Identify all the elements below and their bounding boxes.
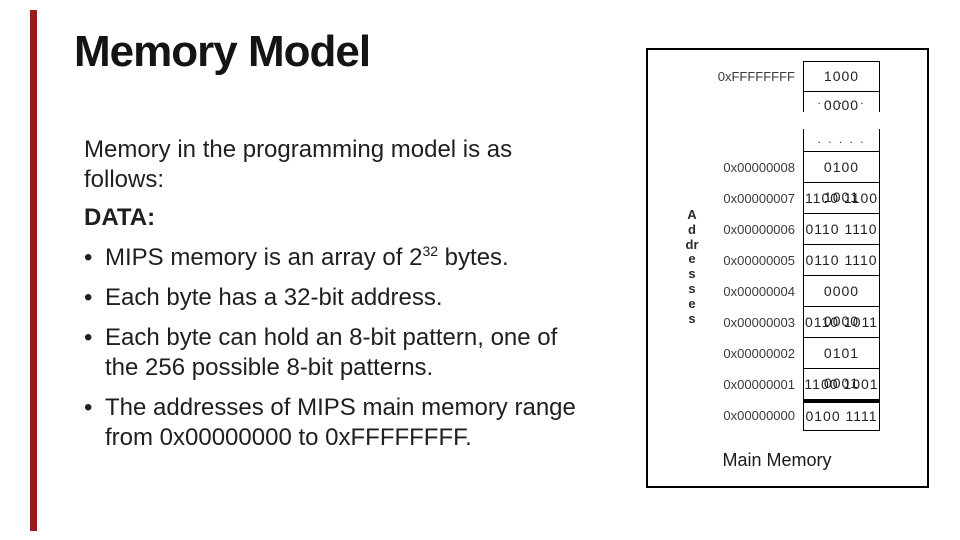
exponent: 32 (422, 243, 439, 259)
memory-cell-top: 1000 0000 (803, 61, 880, 113)
memory-row: 0x00000007 1100 1100 (648, 183, 882, 214)
address-label: 0x00000005 (723, 253, 795, 268)
addresses-vertical-label: Addresses (685, 207, 699, 326)
bullet-bit-pattern: • Each byte can hold an 8-bit pattern, o… (84, 323, 589, 383)
bullet-icon: • (84, 284, 93, 311)
page-title: Memory Model (74, 27, 371, 76)
data-heading: DATA: (84, 204, 156, 231)
bullet-text: The addresses of MIPS main memory range … (105, 394, 576, 451)
accent-bar (30, 10, 37, 531)
address-label: 0x00000001 (723, 377, 795, 392)
byte-cell: 0000 0000 (803, 276, 880, 329)
address-label: 0x00000003 (723, 315, 795, 330)
bullet-text: MIPS memory is an array of 232 bytes. (105, 243, 589, 273)
memory-column-top: 1000 0000 . . . . . . . . . . (803, 61, 880, 152)
address-label: 0x00000008 (723, 160, 795, 175)
intro-paragraph: Memory in the programming model is as fo… (84, 136, 513, 193)
byte-cell: 1100 1100 (803, 183, 880, 214)
bullet1-pre: MIPS memory is an array of 2 (105, 244, 423, 271)
memory-rows: 0x00000008 0100 1001 0x00000007 1100 110… (648, 152, 882, 431)
bullet-mips-memory: • MIPS memory is an array of 232 bytes. (84, 243, 589, 273)
byte-cell: 0100 1111 (803, 400, 880, 431)
body-text: Memory in the programming model is as fo… (84, 135, 589, 463)
memory-row: 0x00000008 0100 1001 (648, 152, 882, 205)
memory-row: 0x00000003 0110 1011 (648, 307, 882, 338)
bullet-icon: • (84, 324, 93, 351)
memory-row: 0x00000002 0101 0001 (648, 338, 882, 391)
address-label: 0x00000006 (723, 222, 795, 237)
main-memory-caption: Main Memory (722, 450, 832, 470)
address-label: 0x00000004 (723, 284, 795, 299)
address-label: 0x00000007 (723, 191, 795, 206)
ellipsis-row: . . . . . (803, 92, 880, 112)
byte-cell: 0100 1001 (803, 152, 880, 205)
byte-cell: 1100 1001 (803, 369, 880, 400)
bullet-text: Each byte can hold an 8-bit pattern, one… (105, 324, 558, 381)
byte-cell: 0101 0001 (803, 338, 880, 391)
byte-cell: 0110 1011 (803, 307, 880, 338)
bullet-byte-address: • Each byte has a 32-bit address. (84, 283, 589, 313)
top-address-label: 0xFFFFFFFF (717, 69, 795, 84)
bullet1-post: bytes. (438, 244, 509, 271)
ellipsis-row: . . . . . (803, 129, 880, 152)
memory-row: 0x00000004 0000 0000 (648, 276, 882, 329)
bullet-icon: • (84, 394, 93, 421)
bullet-address-range: • The addresses of MIPS main memory rang… (84, 393, 589, 453)
byte-cell: 0110 1110 (803, 214, 880, 245)
byte-cell: 0110 1110 (803, 245, 880, 276)
bullet-text: Each byte has a 32-bit address. (105, 284, 443, 311)
memory-row-base: 0x00000000 0100 1111 (648, 400, 882, 431)
memory-diagram: 0xFFFFFFFF 1000 0000 . . . . . . . . . .… (646, 48, 929, 488)
bullet-icon: • (84, 244, 93, 271)
memory-row: 0x00000005 0110 1110 (648, 245, 882, 276)
memory-row: 0x00000006 0110 1110 (648, 214, 882, 245)
address-label: 0x00000002 (723, 346, 795, 361)
address-label: 0x00000000 (723, 408, 795, 423)
memory-row: 0x00000001 1100 1001 (648, 369, 882, 400)
